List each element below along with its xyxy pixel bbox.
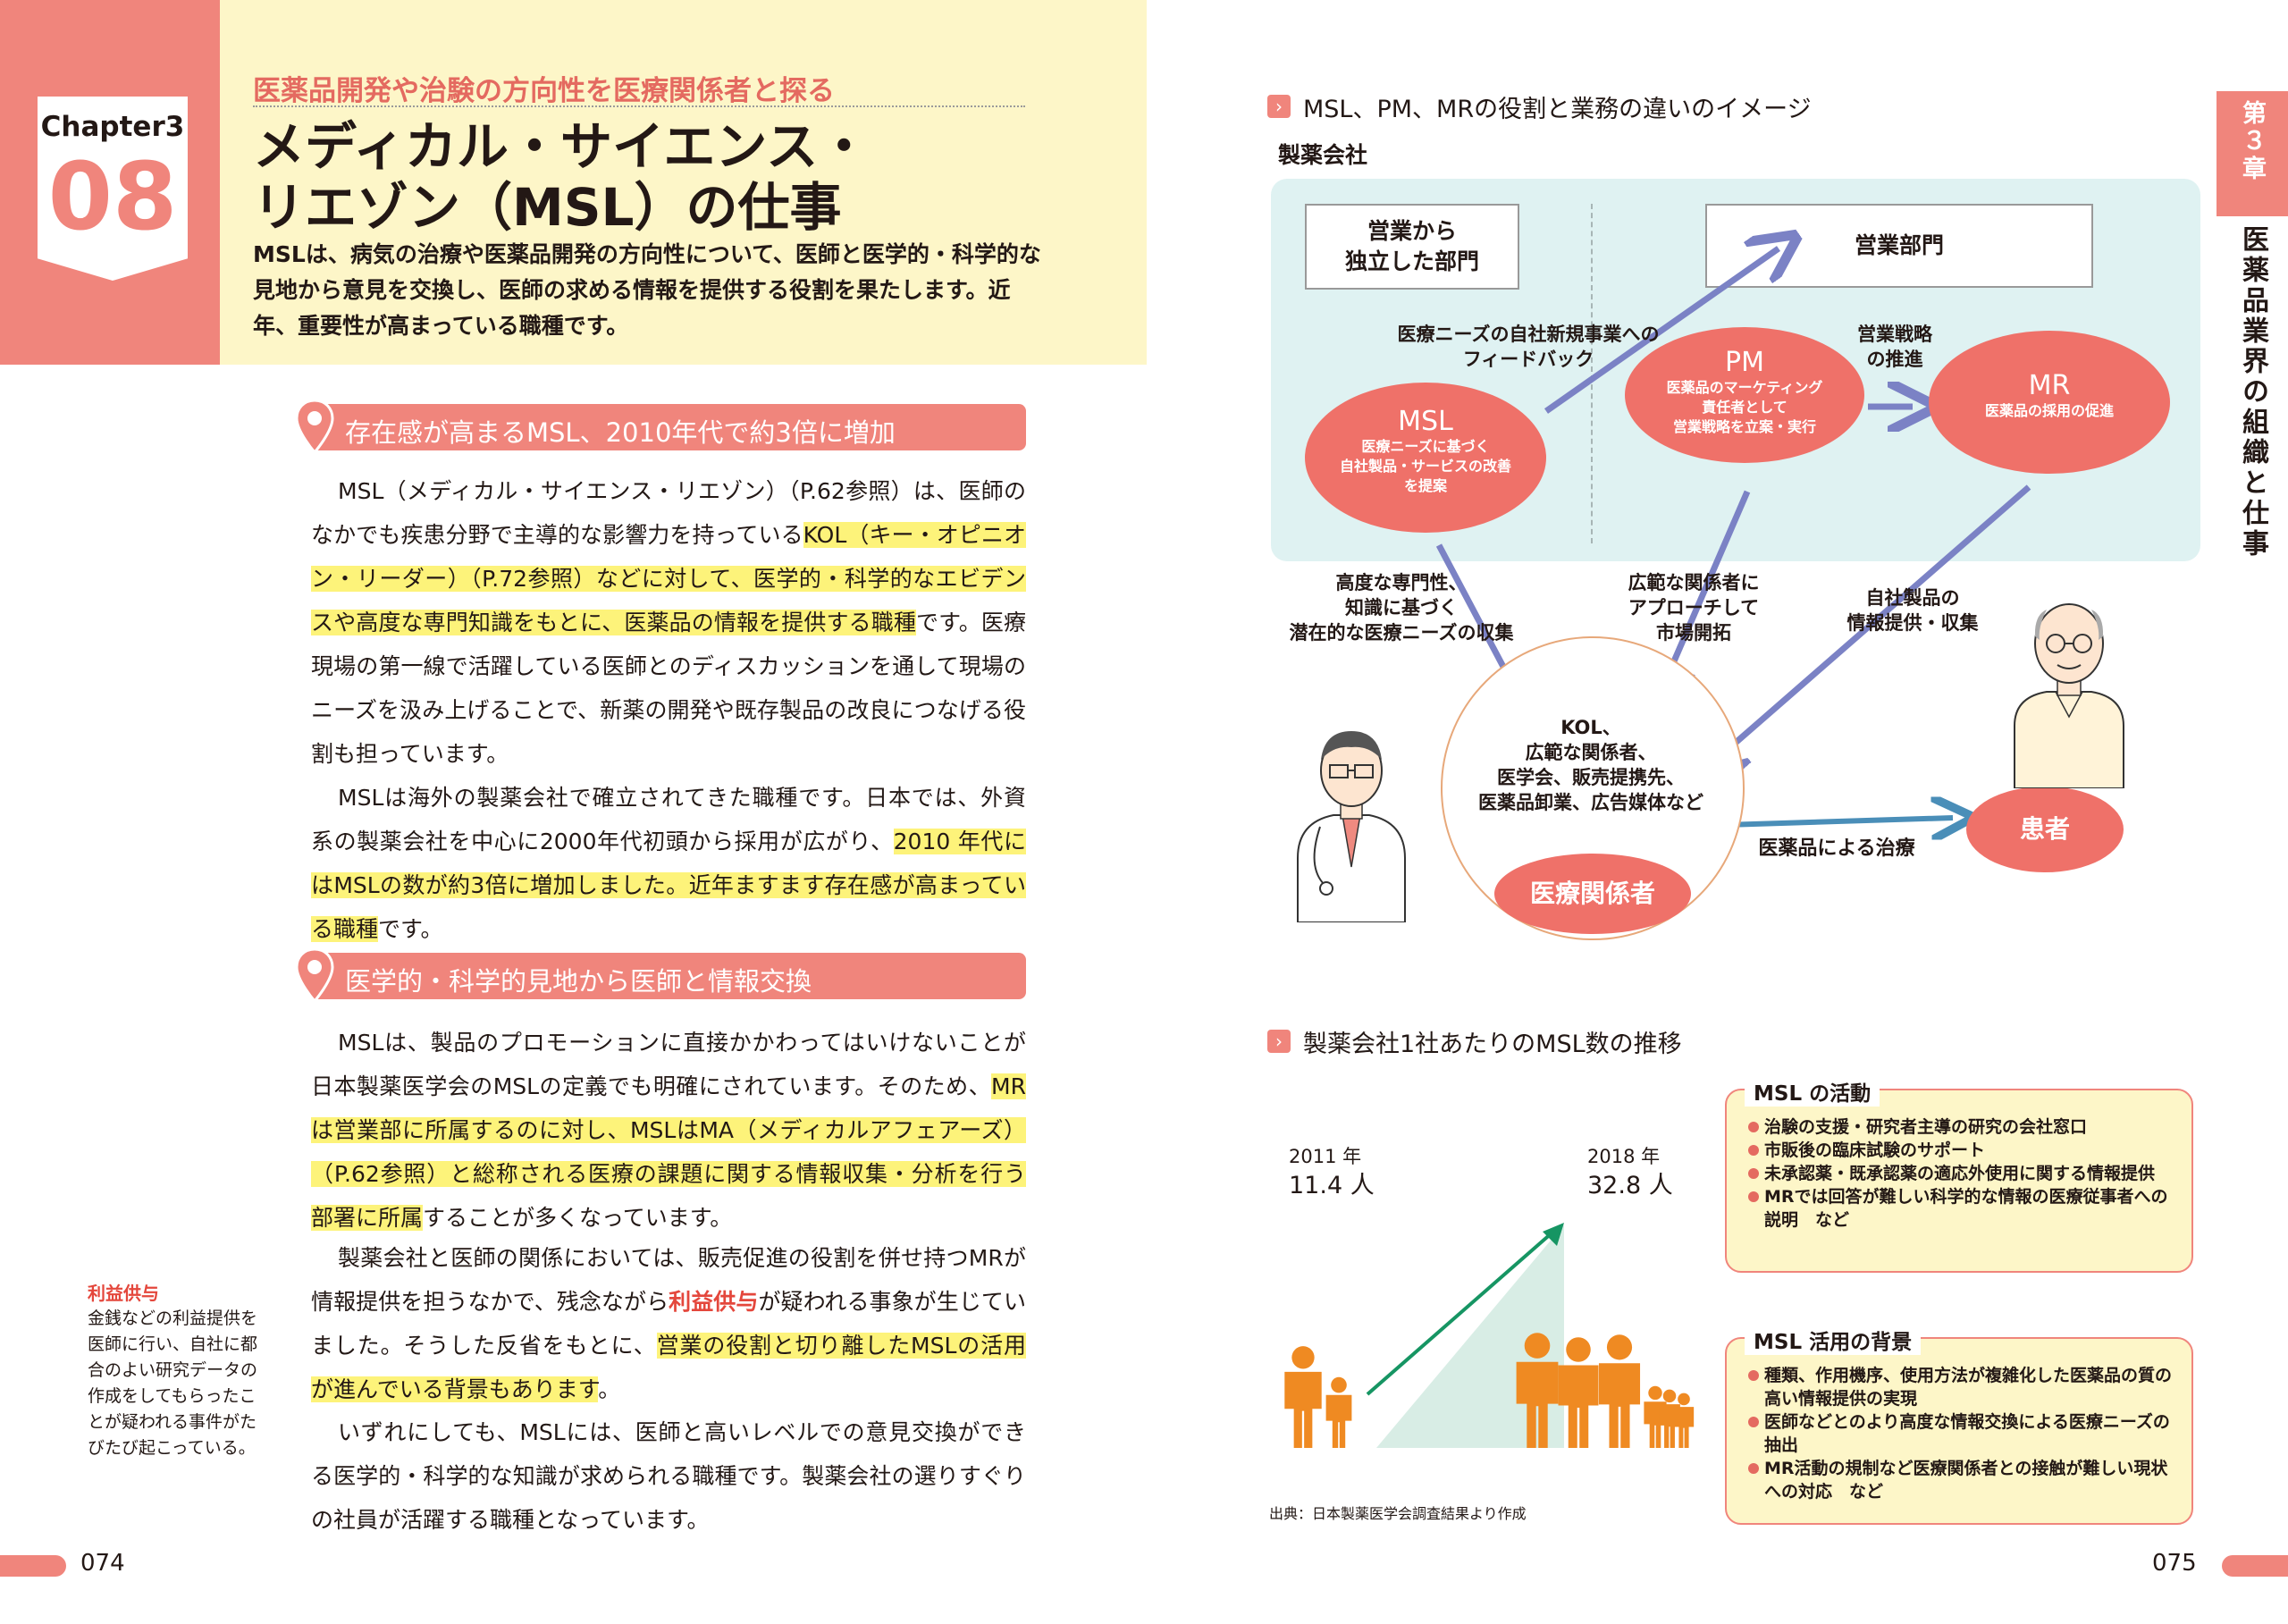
people-group-2011 [1284, 1346, 1352, 1448]
arrow-pm-approach [1662, 490, 1751, 688]
paragraph-2-3: いずれにしても、MSLには、医師と高いレベルでの意見交換ができる医学的・科学的な… [311, 1419, 1026, 1533]
pm-ellipse: PM 医薬品のマーケティング 責任者として 営業戦略を立案・実行 [1625, 327, 1864, 463]
person-icon [1325, 1376, 1352, 1448]
chevron-right-icon: › [1267, 1030, 1291, 1053]
text-run: 。 [598, 1376, 621, 1402]
text-run: です。 [378, 916, 443, 942]
growth-arrowhead [1543, 1223, 1564, 1246]
value-2011-label: 11.4 人 [1289, 1172, 1375, 1199]
chapter-label: Chapter3 [40, 111, 185, 143]
section-heading-1-text: 存在感が高まるMSL、2010年代で約3倍に増加 [345, 417, 896, 448]
arrow-treatment [1724, 818, 1953, 825]
arrow-mr-info [1716, 484, 2031, 760]
elderly-patient-illustration [2014, 603, 2124, 788]
section-heading-1: 存在感が高まるMSL、2010年代で約3倍に増加 [295, 399, 1026, 454]
msl-collect-label: 高度な専門性、 知識に基づく 潜在的な医療ニーズの収集 [1289, 572, 1514, 644]
chapter-tab-number: 第３章 [2238, 100, 2266, 183]
msl-background-list: 種類、作用機序、使用方法が複雑化した医薬品の質の高い情報提供の実現 医師などとの… [1746, 1364, 2175, 1503]
msl-ellipse: MSL 医療ニーズに基づく 自社製品・サービスの改善 を提案 [1305, 383, 1546, 533]
value-2018-label: 32.8 人 [1587, 1172, 1673, 1199]
arrow-feedback [1544, 248, 1779, 414]
text-run: MSLは、製品のプロモーションに直接かかわってはいけないことが日本製薬医学会のM… [311, 1030, 1026, 1099]
chevron-right-icon: › [1267, 95, 1291, 118]
chapter-tab-accent [2216, 91, 2288, 216]
text-run: することが多くなっています。 [423, 1205, 733, 1231]
mr-title: MR [2028, 370, 2071, 401]
list-item: 未承認薬・既承認薬の適応外使用に関する情報提供 [1746, 1162, 2175, 1185]
note-title: 利益供与 [88, 1283, 159, 1304]
department-divider [1591, 204, 1593, 543]
mr-ellipse: MR 医薬品の採用の促進 [1929, 331, 2170, 474]
chapter-number: 08 [47, 142, 178, 251]
diagram2-heading: 製薬会社1社あたりのMSL数の推移 [1303, 1031, 1682, 1058]
growth-arrow [1366, 1230, 1555, 1396]
text-run: 製薬会社と医師の関係においては、販売促進の役割を併せ持つMRが情報提供を担うなか… [311, 1245, 1026, 1315]
stakeholders-label: KOL、 広範な関係者、 医学会、販売提携先、 医薬品卸業、広告媒体など [1478, 717, 1703, 813]
paragraph-2-2: 製薬会社と医師の関係においては、販売促進の役割を併せ持つMRが情報提供を担うなか… [311, 1236, 1026, 1411]
section-heading-2-text: 医学的・科学的見地から医師と情報交換 [345, 966, 812, 997]
person-icon [1558, 1337, 1599, 1448]
text-run: MSLは海外の製薬会社で確立されてきた職種です。日本では、外資系の製薬会社を中心… [311, 785, 1026, 854]
text-run: が疑われる事象が生じていました。そうした反省をもとに、 [311, 1289, 1026, 1359]
page-subtitle: 医薬品開発や治験の方向性を医療関係者と探る [253, 75, 835, 107]
source-note: 出典：日本製薬医学会調査結果より作成 [1269, 1505, 1527, 1522]
msl-desc: 医療ニーズに基づく 自社製品・サービスの改善 を提案 [1339, 438, 1511, 494]
page-number-tab-right [2222, 1555, 2288, 1577]
patient-ellipse: 患者 [1966, 787, 2124, 872]
mr-info-label: 自社製品の 情報提供・収集 [1846, 587, 1979, 634]
company-label: 製薬会社 [1278, 142, 1368, 168]
msl-background-title: MSL 活用の背景 [1745, 1325, 1922, 1355]
year-2018-label: 2018 年 [1587, 1146, 1661, 1167]
person-icon [1284, 1346, 1322, 1448]
list-item: 種類、作用機序、使用方法が複雑化した医薬品の質の高い情報提供の実現 [1746, 1364, 2175, 1410]
mr-desc: 医薬品の採用の促進 [1984, 402, 2114, 419]
msl-activities-list: 治験の支援・研究者主導の研究の会社窓口 市販後の臨床試験のサポート 未承認薬・既… [1746, 1115, 2175, 1232]
pm-desc: 医薬品のマーケティング 責任者として 営業戦略を立案・実行 [1666, 379, 1823, 435]
doctor-illustration [1297, 731, 1406, 922]
section-heading-2: 医学的・科学的見地から医師と情報交換 [295, 947, 1026, 1003]
list-item: 治験の支援・研究者主導の研究の会社窓口 [1746, 1115, 2175, 1139]
treatment-label: 医薬品による治療 [1758, 837, 1915, 860]
independent-dept-box: 営業から 独立した部門 [1305, 204, 1519, 290]
pm-approach-label: 広範な関係者に アプローチして 市場開拓 [1628, 572, 1760, 644]
map-pin-icon [295, 399, 334, 454]
text-run: MSL（メディカル・サイエンス・リエゾン）（P.62参照）は、医師のなかでも疾患… [311, 478, 1026, 548]
paragraph-1-1: MSL（メディカル・サイエンス・リエゾン）（P.62参照）は、医師のなかでも疾患… [311, 469, 1026, 776]
page-lead: MSLは、病気の治療や医薬品開発の方向性について、医師と医学的・科学的な見地から… [253, 241, 1041, 339]
page-title: メディカル・サイエンス・ リエゾン（MSL）の仕事 [253, 116, 871, 238]
medical-ellipse: 医療関係者 [1494, 854, 1691, 934]
text-run: です。医療現場の第一線で活躍している医師とのディスカッションを通して現場のニーズ… [311, 610, 1026, 767]
msl-activities-box: MSL の活動 治験の支援・研究者主導の研究の会社窓口 市販後の臨床試験のサポー… [1725, 1076, 2193, 1273]
person-icon [1673, 1393, 1695, 1448]
chapter-badge [38, 97, 188, 281]
relationship-arrows [1435, 179, 2031, 894]
paragraph-1-2: MSLは海外の製薬会社で確立されてきた職種です。日本では、外資系の製薬会社を中心… [311, 776, 1026, 951]
list-item: 医師などとのより高度な情報交換による医療ニーズの抽出 [1746, 1410, 2175, 1457]
msl-activities-title: MSL の活動 [1745, 1076, 1880, 1107]
feedback-label: 医療ニーズの自社新規事業への フィードバック [1397, 324, 1660, 370]
note-body: 金銭などの利益提供を医師に行い、自社に都合のよい研究データの作成をしてもらったこ… [88, 1308, 258, 1458]
person-icon [1598, 1334, 1641, 1448]
diagram1-heading: MSL、PM、MRの役割と業務の違いのイメージ [1303, 96, 1812, 123]
map-pin-icon [295, 947, 334, 1003]
msl-growth-chart [1284, 1223, 1695, 1448]
pm-title: PM [1725, 347, 1764, 378]
person-icon [1516, 1333, 1559, 1448]
people-group-2018 [1516, 1333, 1695, 1448]
paragraph-2-1: MSLは、製品のプロモーションに直接かかわってはいけないことが日本製薬医学会のM… [311, 1021, 1026, 1240]
page-number-left: 074 [80, 1550, 125, 1577]
subtitle-divider [253, 105, 1025, 107]
chapter-tab-title: 医薬品業界の組織と仕事 [2237, 225, 2268, 560]
msl-background-box: MSL 活用の背景 種類、作用機序、使用方法が複雑化した医薬品の質の高い情報提供… [1725, 1325, 2193, 1525]
page-number-right: 075 [2152, 1550, 2197, 1577]
keyword-term: 利益供与 [669, 1289, 759, 1315]
list-item: MRでは回答が難しい科学的な情報の医療従事者への説明 など [1746, 1185, 2175, 1232]
list-item: 市販後の臨床試験のサポート [1746, 1139, 2175, 1162]
year-2011-label: 2011 年 [1289, 1146, 1362, 1167]
list-item: MR活動の規制など医療関係者との接触が難しい現状への対応 など [1746, 1457, 2175, 1503]
page-number-tab-left [0, 1555, 66, 1577]
strategy-label: 営業戦略 の推進 [1857, 324, 1932, 370]
msl-title: MSL [1398, 406, 1453, 437]
